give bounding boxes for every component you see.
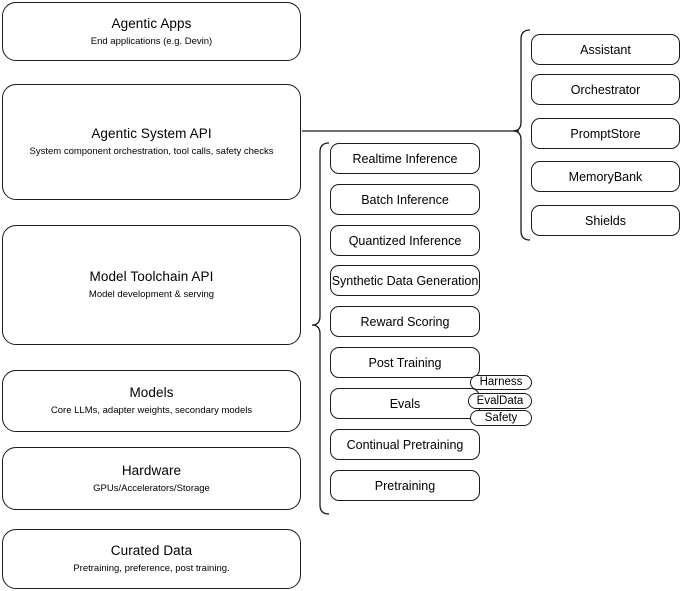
layer-agentic-apps[interactable]: Agentic Apps End applications (e.g. Devi…	[2, 2, 301, 61]
chip-label: Orchestrator	[570, 82, 641, 97]
chip-label: Pretraining	[374, 478, 436, 493]
chip-label: Post Training	[368, 355, 442, 370]
toolchain-item-pretraining[interactable]: Pretraining	[330, 470, 480, 501]
system-item-assistant[interactable]: Assistant	[531, 34, 680, 65]
chip-label: PromptStore	[570, 126, 641, 141]
chip-label: Assistant	[580, 42, 631, 57]
toolchain-item-reward-scoring[interactable]: Reward Scoring	[330, 306, 480, 337]
layer-title: Model Toolchain API	[89, 269, 214, 284]
brace-system-components	[512, 29, 531, 241]
toolchain-item-quantized-inference[interactable]: Quantized Inference	[330, 225, 480, 256]
pill-label: EvalData	[476, 394, 524, 407]
eval-tag-safety[interactable]: Safety	[470, 410, 532, 426]
chip-label: Reward Scoring	[360, 314, 450, 329]
toolchain-item-realtime-inference[interactable]: Realtime Inference	[330, 143, 480, 174]
chip-label: Synthetic Data Generation	[331, 273, 479, 288]
pill-label: Safety	[484, 411, 518, 424]
chip-label: Quantized Inference	[348, 233, 462, 248]
system-item-promptstore[interactable]: PromptStore	[531, 118, 680, 149]
eval-tag-evaldata[interactable]: EvalData	[468, 393, 532, 409]
toolchain-item-post-training[interactable]: Post Training	[330, 347, 480, 378]
eval-tag-harness[interactable]: Harness	[470, 375, 532, 390]
system-item-memorybank[interactable]: MemoryBank	[531, 161, 680, 192]
toolchain-item-synthetic-data-generation[interactable]: Synthetic Data Generation	[330, 265, 480, 296]
chip-label: MemoryBank	[568, 169, 643, 184]
toolchain-item-batch-inference[interactable]: Batch Inference	[330, 184, 480, 215]
layer-agentic-system-api[interactable]: Agentic System API System component orch…	[2, 84, 301, 200]
pill-label: Harness	[479, 376, 523, 388]
layer-title: Agentic Apps	[111, 15, 192, 31]
layer-model-toolchain-api[interactable]: Model Toolchain API Model development & …	[2, 225, 301, 345]
chip-label: Realtime Inference	[352, 151, 458, 166]
layer-subtitle: System component orchestration, tool cal…	[29, 146, 274, 157]
chip-label: Evals	[389, 396, 421, 411]
toolchain-item-continual-pretraining[interactable]: Continual Pretraining	[330, 429, 480, 460]
layer-curated-data[interactable]: Curated Data Pretraining, preference, po…	[2, 529, 301, 589]
layer-subtitle: Pretraining, preference, post training.	[73, 563, 230, 574]
layer-title: Hardware	[121, 462, 182, 478]
chip-label: Batch Inference	[361, 192, 449, 207]
chip-label: Shields	[585, 213, 626, 228]
toolchain-item-evals[interactable]: Evals	[330, 388, 480, 419]
layer-subtitle: End applications (e.g. Devin)	[90, 35, 213, 47]
layer-subtitle: GPUs/Accelerators/Storage	[93, 482, 210, 494]
layer-title: Curated Data	[110, 543, 193, 558]
system-item-shields[interactable]: Shields	[531, 205, 680, 236]
layer-subtitle: Model development & serving	[88, 289, 215, 300]
chip-label: Continual Pretraining	[346, 437, 464, 452]
system-item-orchestrator[interactable]: Orchestrator	[531, 74, 680, 105]
brace-toolchain-components	[311, 142, 330, 515]
layer-subtitle: Core LLMs, adapter weights, secondary mo…	[50, 405, 253, 416]
layer-title: Agentic System API	[91, 126, 212, 141]
layer-hardware[interactable]: Hardware GPUs/Accelerators/Storage	[2, 447, 301, 510]
layer-title: Models	[129, 385, 174, 400]
layer-models[interactable]: Models Core LLMs, adapter weights, secon…	[2, 370, 301, 432]
